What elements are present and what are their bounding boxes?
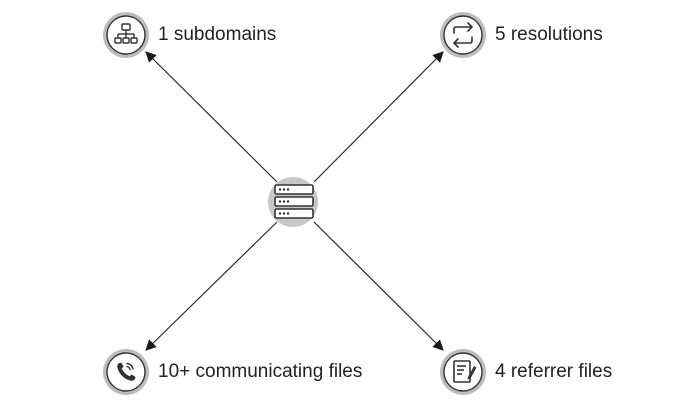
referrer-files-node[interactable] bbox=[440, 349, 486, 395]
referrer-files-label[interactable]: 4 referrer files bbox=[495, 361, 613, 382]
phone-icon bbox=[117, 362, 136, 381]
edge-to-resolutions bbox=[313, 51, 444, 183]
edge-to-referrer bbox=[313, 221, 444, 351]
edge-to-communicating bbox=[145, 221, 278, 351]
resolutions-label[interactable]: 5 resolutions bbox=[495, 24, 603, 45]
subdomains-label[interactable]: 1 subdomains bbox=[158, 24, 277, 45]
communicating-files-node[interactable] bbox=[103, 349, 149, 395]
communicating-files-label[interactable]: 10+ communicating files bbox=[158, 361, 363, 382]
subdomains-node[interactable] bbox=[103, 12, 149, 58]
center-server-node[interactable] bbox=[268, 177, 318, 227]
document-edit-icon bbox=[453, 360, 477, 383]
sitemap-icon bbox=[114, 23, 138, 44]
server-icon bbox=[274, 184, 314, 219]
arrows-swap-icon bbox=[453, 22, 473, 48]
edge-to-subdomains bbox=[145, 51, 278, 183]
resolutions-node[interactable] bbox=[440, 12, 486, 58]
